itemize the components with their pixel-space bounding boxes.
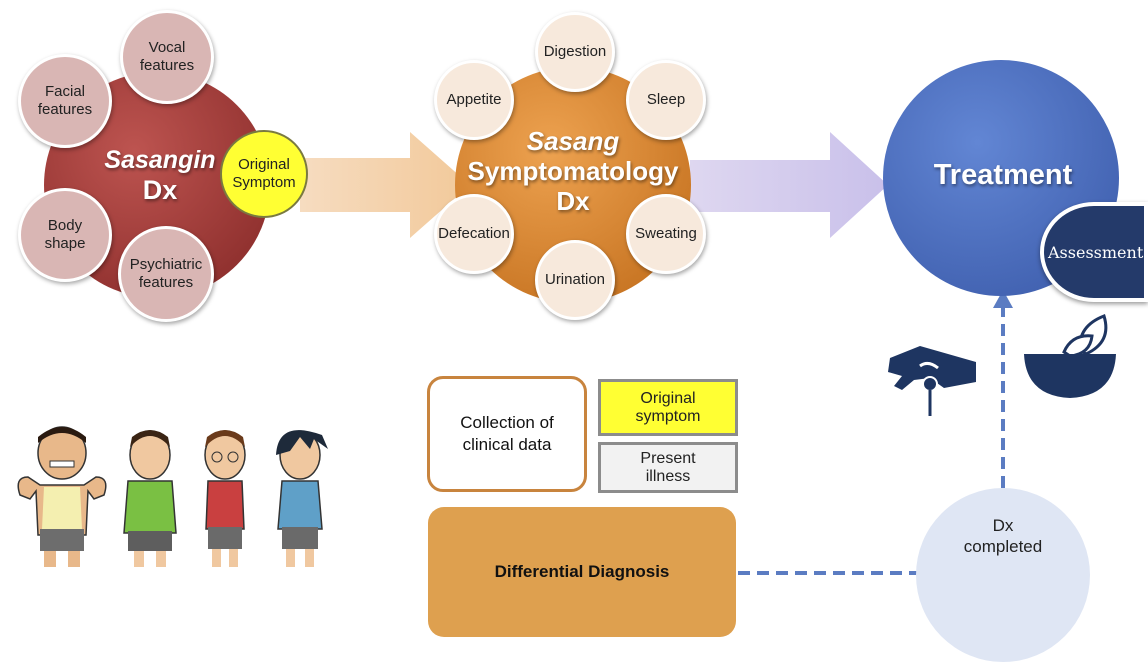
satellite-psychiatric-features-label: Psychiatric features <box>129 256 203 291</box>
original-symptom-box-label: Original symptom <box>635 389 701 425</box>
treatment-title: Treatment <box>933 159 1073 191</box>
collection-box: Collection of clinical data <box>427 376 587 492</box>
original-symptom-box: Original symptom <box>598 379 738 436</box>
satellite-appetite-label: Appetite <box>446 91 502 108</box>
character-soeumin <box>123 430 177 567</box>
character-soyangin <box>204 430 246 567</box>
satellite-appetite: Appetite <box>434 60 514 140</box>
symptom-title-line1: Sasang <box>526 126 620 156</box>
herbal-bowl-icon <box>1020 312 1120 402</box>
symptom-title: Sasang Symptomatology Dx <box>453 126 693 216</box>
present-illness-box-label: Present illness <box>640 449 696 485</box>
satellite-vocal-features: Vocal features <box>120 10 214 104</box>
flow-arrow-2 <box>690 132 888 238</box>
satellite-sleep: Sleep <box>626 60 706 140</box>
satellite-urination-label: Urination <box>544 271 606 288</box>
satellite-sweating-label: Sweating <box>635 225 697 242</box>
satellite-digestion-label: Digestion <box>543 43 607 60</box>
sasangin-title: Sasangin Dx <box>95 146 225 206</box>
satellite-body-shape: Body shape <box>18 188 112 282</box>
differential-diagnosis-box: Differential Diagnosis <box>428 507 736 637</box>
assessment-label: Assessment <box>1048 242 1144 262</box>
satellite-digestion: Digestion <box>535 12 615 92</box>
dashed-arrowhead <box>993 290 1013 308</box>
flow-arrow-1 <box>300 132 470 238</box>
satellite-urination: Urination <box>535 240 615 320</box>
satellite-defecation-label: Defecation <box>438 225 510 242</box>
satellite-original-symptom-label: Original Symptom <box>232 156 296 191</box>
satellite-sleep-label: Sleep <box>646 91 686 108</box>
satellite-sweating: Sweating <box>626 194 706 274</box>
character-taeeumin <box>17 426 107 567</box>
assessment-circle: Assessment <box>1040 202 1148 302</box>
symptom-title-line3: Dx <box>556 186 590 216</box>
satellite-body-shape-label: Body shape <box>44 217 86 252</box>
acupuncture-hand-icon <box>880 338 980 418</box>
satellite-original-symptom: Original Symptom <box>220 130 308 218</box>
sasangin-title-line1: Sasangin <box>104 146 216 174</box>
present-illness-box: Present illness <box>598 442 738 493</box>
dx-completed-label: Dx completed <box>963 516 1043 556</box>
collection-label: Collection of clinical data <box>460 413 554 454</box>
differential-diagnosis-label: Differential Diagnosis <box>494 562 670 581</box>
satellite-vocal-features-label: Vocal features <box>139 39 195 74</box>
satellite-psychiatric-features: Psychiatric features <box>118 226 214 322</box>
satellite-defecation: Defecation <box>434 194 514 274</box>
satellite-facial-features-label: Facial features <box>37 83 93 118</box>
satellite-facial-features: Facial features <box>18 54 112 148</box>
sasangin-title-line2: Dx <box>142 175 178 205</box>
dx-completed-circle: Dx completed <box>916 488 1090 662</box>
character-taeyangin <box>276 430 328 567</box>
constitution-characters-icon <box>10 425 340 575</box>
symptom-title-line2: Symptomatology <box>467 156 679 186</box>
